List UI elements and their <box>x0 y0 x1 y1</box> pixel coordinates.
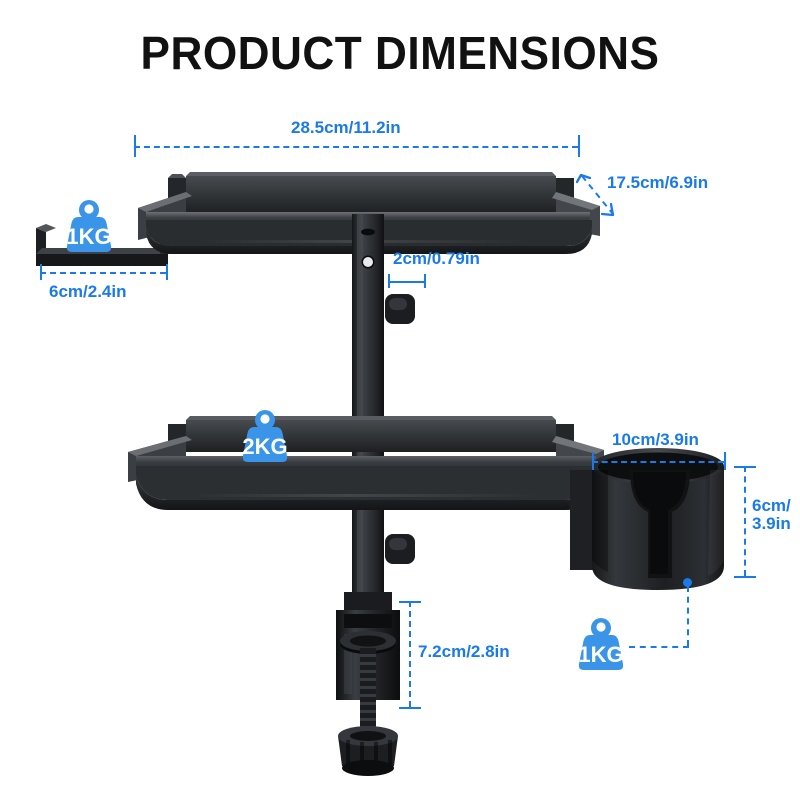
desk-clamp <box>336 592 400 746</box>
dimension-cap-left-top-width <box>134 135 136 157</box>
cup-holder <box>570 448 724 590</box>
lower-shelf <box>128 416 604 510</box>
dimension-label-cup-height: 6cm/3.9in <box>752 496 791 534</box>
dimension-line-clamp-opening <box>409 601 411 707</box>
dimension-cap-cup-height-top <box>734 466 756 468</box>
leader-line-horizontal-cup <box>629 646 689 648</box>
dimension-label-top-width: 28.5cm/11.2in <box>291 118 401 137</box>
dimension-cap-right-top-width <box>578 135 580 157</box>
dimension-cap-cup-width-right <box>724 452 726 470</box>
weight-badge-label: 1KG <box>66 224 111 249</box>
anchor-dot-cup-holder <box>683 578 692 587</box>
dimension-cap-cup-height-bottom <box>734 576 756 578</box>
dimension-label-cup-width: 10cm/3.9in <box>612 430 699 449</box>
dimension-cap-clamp-bottom <box>399 707 421 709</box>
adjustment-knob-lower <box>385 534 415 564</box>
weight-badge-lower-shelf: 2KG <box>234 406 296 468</box>
dimension-cap-post-offset-end <box>424 274 426 288</box>
weight-badge-label: 1KG <box>578 642 623 667</box>
adjustment-knob-upper <box>385 294 415 324</box>
weight-badge-upper-left-hook: 1KG <box>58 196 120 258</box>
dimension-line-left-hook <box>40 272 166 274</box>
dimension-line-cup-width <box>592 461 724 463</box>
page-title: PRODUCT DIMENSIONS <box>140 27 660 79</box>
weight-badge-cup-holder: 1KG <box>570 614 632 676</box>
leader-line-vertical-cup <box>687 586 689 646</box>
vertical-post <box>352 214 384 600</box>
clamp-screw-knob <box>338 726 398 776</box>
dimension-line-top-width <box>134 146 578 148</box>
dimension-line-post-offset <box>388 281 424 283</box>
dimension-cap-post-offset-start <box>388 274 390 288</box>
dimension-arrow-depth <box>575 173 615 217</box>
weight-badge-label: 2KG <box>242 434 287 459</box>
dimension-cap-left-hook-end <box>166 264 168 280</box>
dimension-label-left-hook-width: 6cm/2.4in <box>49 282 127 301</box>
upper-shelf <box>138 172 600 254</box>
dimension-cap-left-hook-start <box>40 264 42 280</box>
dimension-cap-cup-width-left <box>592 452 594 470</box>
dimension-line-cup-height <box>744 466 746 576</box>
dimension-cap-clamp-top <box>399 601 421 603</box>
dimension-label-clamp-opening: 7.2cm/2.8in <box>418 642 510 661</box>
dimension-label-depth: 17.5cm/6.9in <box>607 173 709 192</box>
dimension-label-post-offset: 2cm/0.79in <box>393 249 480 268</box>
